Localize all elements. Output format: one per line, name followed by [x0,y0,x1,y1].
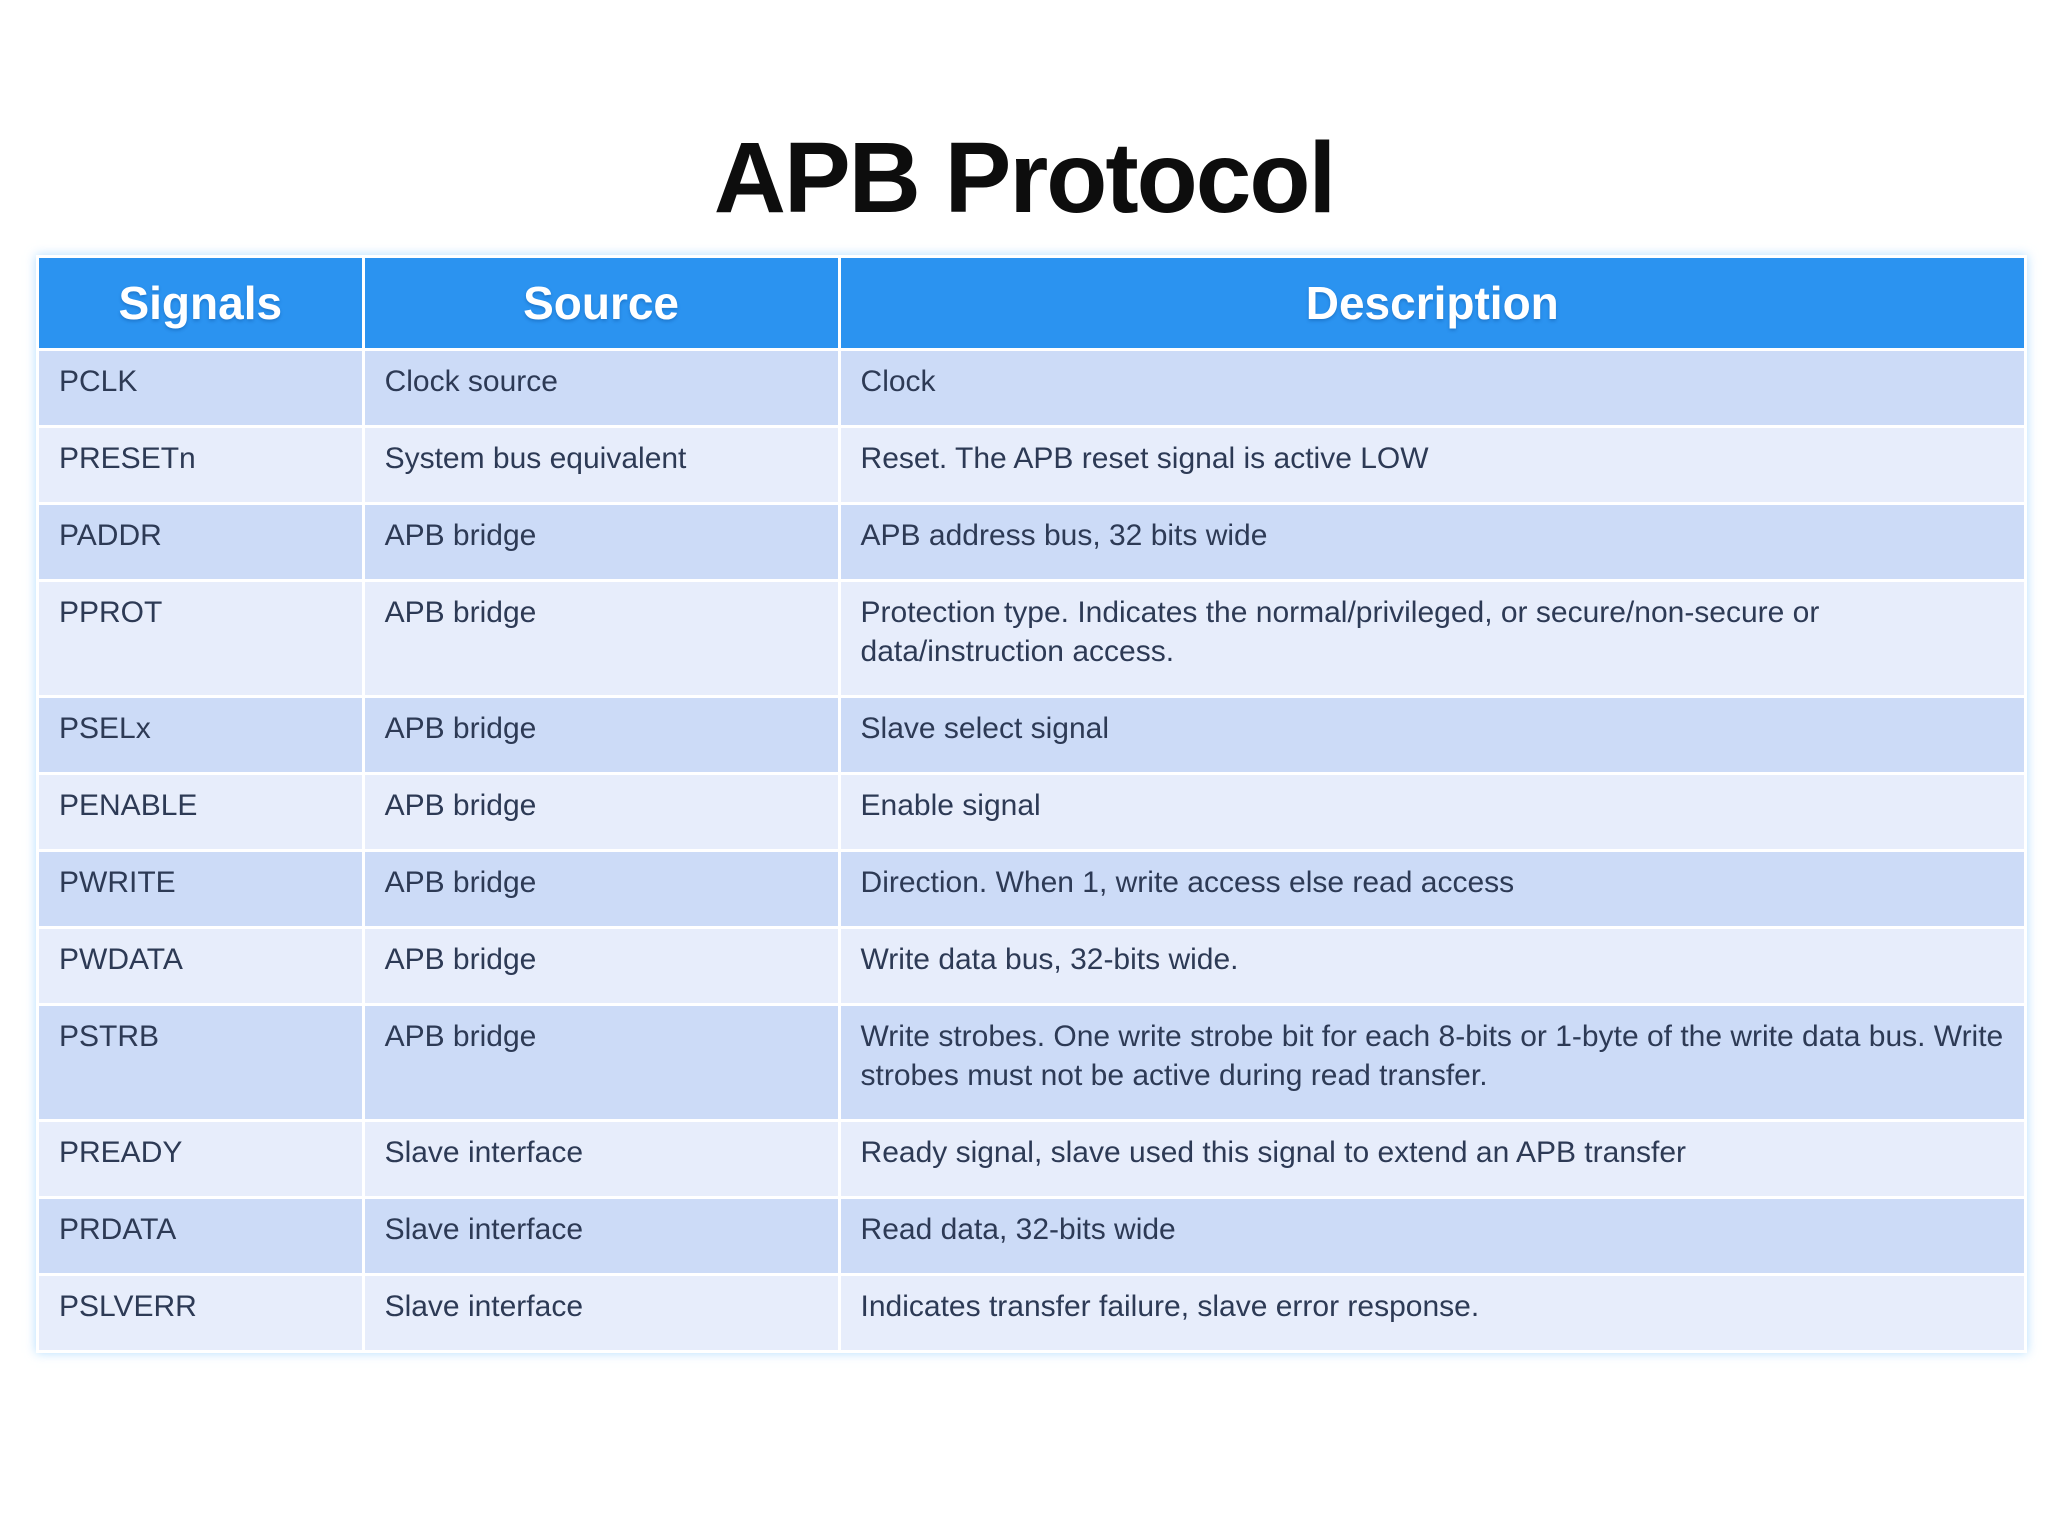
column-header-signals: Signals [39,258,362,348]
signal-cell: PWDATA [39,929,362,1003]
source-cell: APB bridge [364,775,838,849]
table-row: PENABLE APB bridge Enable signal [39,775,2024,849]
source-cell: Slave interface [364,1122,838,1196]
column-header-source: Source [364,258,838,348]
description-cell: Slave select signal [840,698,2024,772]
signal-cell: PSELx [39,698,362,772]
table-row: PWRITE APB bridge Direction. When 1, wri… [39,852,2024,926]
description-cell: Clock [840,351,2024,425]
source-cell: APB bridge [364,505,838,579]
signal-cell: PRESETn [39,428,362,502]
table-row: PPROT APB bridge Protection type. Indica… [39,582,2024,695]
source-cell: Clock source [364,351,838,425]
signal-cell: PSTRB [39,1006,362,1119]
table-header: Signals Source Description [39,258,2024,348]
source-cell: APB bridge [364,852,838,926]
table-row: PRESETn System bus equivalent Reset. The… [39,428,2024,502]
description-cell: Indicates transfer failure, slave error … [840,1276,2024,1350]
column-header-description: Description [840,258,2024,348]
signals-table: Signals Source Description PCLK Clock so… [36,255,2027,1353]
description-cell: Write data bus, 32-bits wide. [840,929,2024,1003]
signal-cell: PREADY [39,1122,362,1196]
table-row: PSELx APB bridge Slave select signal [39,698,2024,772]
table-body: PCLK Clock source Clock PRESETn System b… [39,351,2024,1350]
source-cell: APB bridge [364,929,838,1003]
description-cell: Reset. The APB reset signal is active LO… [840,428,2024,502]
table-row: PSTRB APB bridge Write strobes. One writ… [39,1006,2024,1119]
table-row: PSLVERR Slave interface Indicates transf… [39,1276,2024,1350]
signal-cell: PCLK [39,351,362,425]
source-cell: Slave interface [364,1199,838,1273]
description-cell: Enable signal [840,775,2024,849]
description-cell: Write strobes. One write strobe bit for … [840,1006,2024,1119]
signal-cell: PWRITE [39,852,362,926]
signal-cell: PENABLE [39,775,362,849]
table-row: PRDATA Slave interface Read data, 32-bit… [39,1199,2024,1273]
description-cell: Ready signal, slave used this signal to … [840,1122,2024,1196]
source-cell: APB bridge [364,1006,838,1119]
description-cell: Read data, 32-bits wide [840,1199,2024,1273]
description-cell: APB address bus, 32 bits wide [840,505,2024,579]
signal-cell: PSLVERR [39,1276,362,1350]
source-cell: Slave interface [364,1276,838,1350]
table-row: PCLK Clock source Clock [39,351,2024,425]
source-cell: APB bridge [364,698,838,772]
signal-cell: PRDATA [39,1199,362,1273]
signal-cell: PADDR [39,505,362,579]
description-cell: Direction. When 1, write access else rea… [840,852,2024,926]
signal-cell: PPROT [39,582,362,695]
description-cell: Protection type. Indicates the normal/pr… [840,582,2024,695]
source-cell: APB bridge [364,582,838,695]
table-row: PWDATA APB bridge Write data bus, 32-bit… [39,929,2024,1003]
table-row: PADDR APB bridge APB address bus, 32 bit… [39,505,2024,579]
page-title: APB Protocol [713,122,1336,234]
source-cell: System bus equivalent [364,428,838,502]
table-row: PREADY Slave interface Ready signal, sla… [39,1122,2024,1196]
header-row: Signals Source Description [39,258,2024,348]
